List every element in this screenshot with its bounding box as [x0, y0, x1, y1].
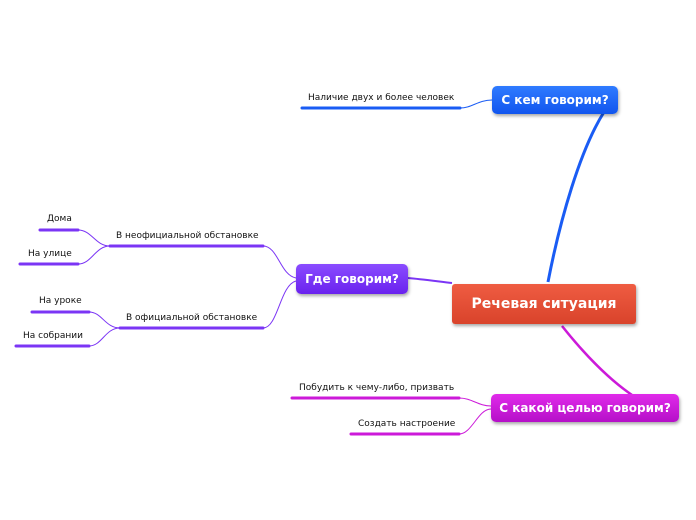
leaf-informal-setting[interactable]: В неофициальной обстановке — [116, 231, 259, 241]
leaf-motivate-call[interactable]: Побудить к чему-либо, призвать — [299, 383, 455, 393]
connector-goal-mood — [458, 408, 492, 435]
connector-informal-home — [77, 229, 111, 247]
leaf-on-street[interactable]: На улице — [28, 249, 72, 259]
branch-where-label: Где говорим? — [305, 272, 399, 286]
branch-where-node[interactable]: Где говорим? — [296, 264, 408, 294]
leaf-create-mood[interactable]: Создать настроение — [358, 419, 456, 429]
branch-who-node[interactable]: С кем говорим? — [492, 86, 618, 114]
leaf-at-home[interactable]: Дома — [47, 214, 72, 224]
connector-informal-street — [77, 245, 111, 265]
connector-where-informal — [262, 245, 297, 279]
central-topic-label: Речевая ситуация — [471, 296, 617, 312]
connector-goal-motivate — [458, 397, 492, 407]
branch-goal-label: С какой целью говорим? — [499, 401, 671, 415]
connector-formal-meeting — [88, 327, 121, 347]
connector-formal-lesson — [88, 311, 121, 329]
branch-goal-node[interactable]: С какой целью говорим? — [491, 394, 679, 422]
leaf-at-lesson[interactable]: На уроке — [39, 296, 82, 306]
leaf-two-or-more-people[interactable]: Наличие двух и более человек — [308, 93, 455, 103]
connector-central-goal — [561, 325, 633, 397]
connector-who-leaf — [459, 99, 493, 109]
connector-central-who — [546, 111, 606, 283]
leaf-formal-setting[interactable]: В официальной обстановке — [126, 313, 258, 323]
central-topic-node[interactable]: Речевая ситуация — [452, 284, 636, 324]
leaf-at-meeting[interactable]: На собрании — [23, 331, 83, 341]
connector-central-where — [407, 277, 453, 284]
branch-who-label: С кем говорим? — [501, 93, 609, 107]
connector-where-formal — [262, 280, 297, 329]
